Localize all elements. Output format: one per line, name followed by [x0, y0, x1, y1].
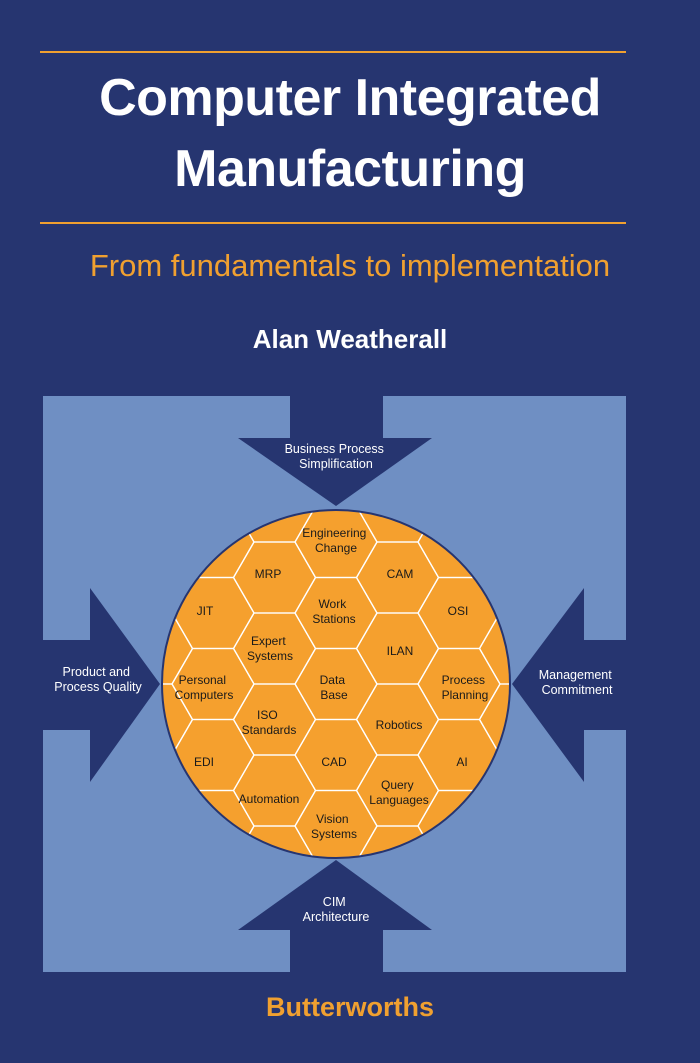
cell-process-planning: Process Planning — [442, 673, 489, 702]
arrow-right-label: Management Commitment — [539, 668, 615, 697]
top-rule — [40, 51, 626, 53]
cell-query-languages: Query Languages — [369, 778, 428, 807]
arrow-top — [238, 396, 432, 506]
cell-cad: CAD — [321, 755, 347, 769]
cell-labels: Engineering Change MRP CAM JIT Work Stat… — [175, 526, 489, 841]
circle-outline — [161, 509, 511, 859]
arrow-bottom-label: CIM Architecture — [303, 895, 370, 924]
cell-mrp: MRP — [255, 567, 282, 581]
title-line-1: Computer Integrated — [99, 69, 601, 127]
hexagon-cell — [478, 612, 510, 685]
cell-expert-systems: Expert Systems — [247, 634, 293, 663]
arrow-top-label: Business Process Simplification — [285, 442, 388, 471]
subtitle: From fundamentals to implementation — [89, 248, 611, 283]
cell-cam: CAM — [387, 567, 414, 581]
cim-circle — [162, 510, 510, 858]
cell-jit: JIT — [197, 604, 214, 618]
cell-ilan: ILAN — [387, 644, 414, 658]
cell-osi: OSI — [448, 604, 469, 618]
arrow-left-label: Product and Process Quality — [54, 665, 142, 694]
cell-personal-computers: Personal Computers — [175, 673, 234, 702]
cell-ai: AI — [456, 755, 467, 769]
cell-vision-systems: Vision Systems — [311, 812, 357, 841]
arrow-left — [43, 588, 160, 782]
cell-edi: EDI — [194, 755, 214, 769]
bottom-rule — [40, 222, 626, 224]
arrow-right — [512, 588, 626, 782]
cell-work-stations: Work Stations — [312, 597, 355, 626]
hexagon-cell — [478, 683, 510, 756]
cell-data-base: Data Base — [320, 673, 349, 702]
arrow-bottom — [238, 860, 432, 972]
cell-robotics: Robotics — [376, 718, 423, 732]
cell-iso-standards: ISO Standards — [242, 708, 297, 737]
publisher-name: Butterworths — [266, 992, 434, 1022]
cell-engineering-change: Engineering Change — [302, 526, 369, 555]
title-line-2: Manufacturing — [174, 140, 526, 198]
author-name: Alan Weatherall — [252, 324, 448, 354]
cell-automation: Automation — [239, 792, 300, 806]
